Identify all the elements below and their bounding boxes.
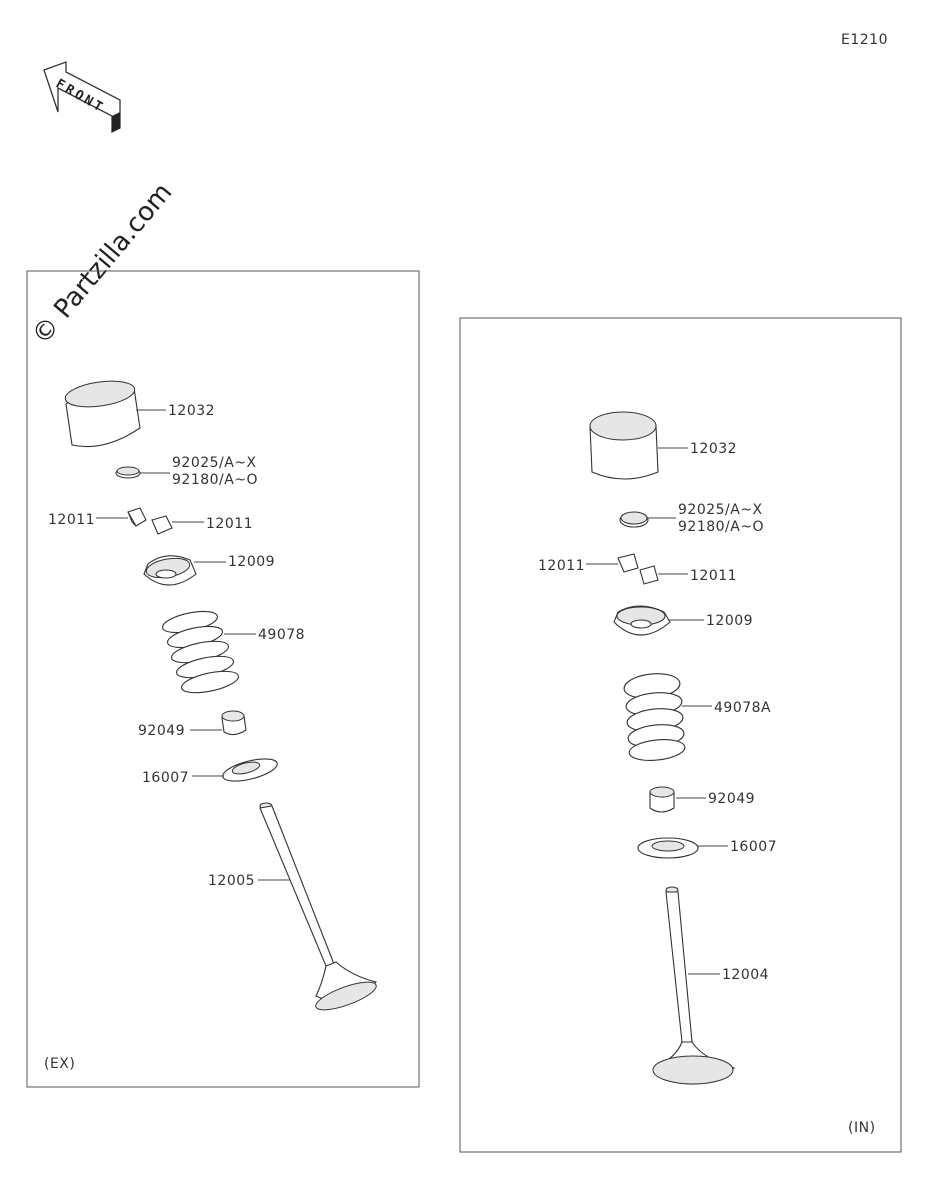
in-tag: (IN) xyxy=(848,1120,876,1136)
ex-retainer-icon xyxy=(143,555,197,586)
exhaust-group: 12032 92025/A~X 92180/A~O 12011 12011 12… xyxy=(26,270,420,1088)
intake-group: 12032 92025/A~X 92180/A~O 12011 12011 12… xyxy=(459,317,902,1153)
in-retainer-icon xyxy=(613,605,671,636)
in-label-cotter-left: 12011 xyxy=(538,558,585,574)
ex-seal-icon xyxy=(221,710,247,736)
in-label-spring: 49078A xyxy=(714,700,771,716)
in-cotter-right-icon xyxy=(639,565,659,585)
in-label-shim-1: 92025/A~X xyxy=(678,502,763,518)
ex-label-spring: 49078 xyxy=(258,627,305,643)
ex-seat-icon xyxy=(222,758,278,782)
ex-cotter-right-icon xyxy=(151,515,173,535)
ex-label-seal: 92049 xyxy=(138,723,185,739)
ex-tag: (EX) xyxy=(44,1056,75,1072)
in-label-seal: 92049 xyxy=(708,791,755,807)
ex-label-cotter-right: 12011 xyxy=(206,516,253,532)
ex-label-lifter: 12032 xyxy=(168,403,215,419)
in-label-valve: 12004 xyxy=(722,967,769,983)
in-shim-icon xyxy=(619,511,649,528)
in-label-cotter-right: 12011 xyxy=(690,568,737,584)
in-label-shim-2: 92180/A~O xyxy=(678,519,764,535)
in-label-retainer: 12009 xyxy=(706,613,753,629)
in-label-lifter: 12032 xyxy=(690,441,737,457)
in-lifter-icon xyxy=(589,411,659,480)
exhaust-frame xyxy=(26,270,420,1088)
ex-shim-icon xyxy=(115,466,141,479)
ex-label-shim-2: 92180/A~O xyxy=(172,472,258,488)
ex-label-shim-1: 92025/A~X xyxy=(172,455,257,471)
ex-cotter-left-icon xyxy=(127,507,147,527)
in-seal-icon xyxy=(649,786,675,813)
ex-label-valve: 12005 xyxy=(208,873,255,889)
in-spring-icon xyxy=(623,673,686,761)
front-arrow-icon: FRONT xyxy=(43,61,121,134)
diagram-code: E1210 xyxy=(841,32,888,48)
ex-valve-icon xyxy=(259,802,378,1011)
ex-lifter-icon xyxy=(64,380,141,448)
in-cotter-left-icon xyxy=(617,553,639,573)
ex-label-retainer: 12009 xyxy=(228,554,275,570)
in-label-seat: 16007 xyxy=(730,839,777,855)
ex-label-cotter-left: 12011 xyxy=(48,512,95,528)
in-seat-icon xyxy=(637,837,699,859)
intake-frame xyxy=(459,317,902,1153)
in-valve-icon xyxy=(652,886,736,1085)
ex-spring-icon xyxy=(161,610,239,694)
watermark: © Partzilla.com xyxy=(26,178,178,351)
ex-label-seat: 16007 xyxy=(142,770,189,786)
